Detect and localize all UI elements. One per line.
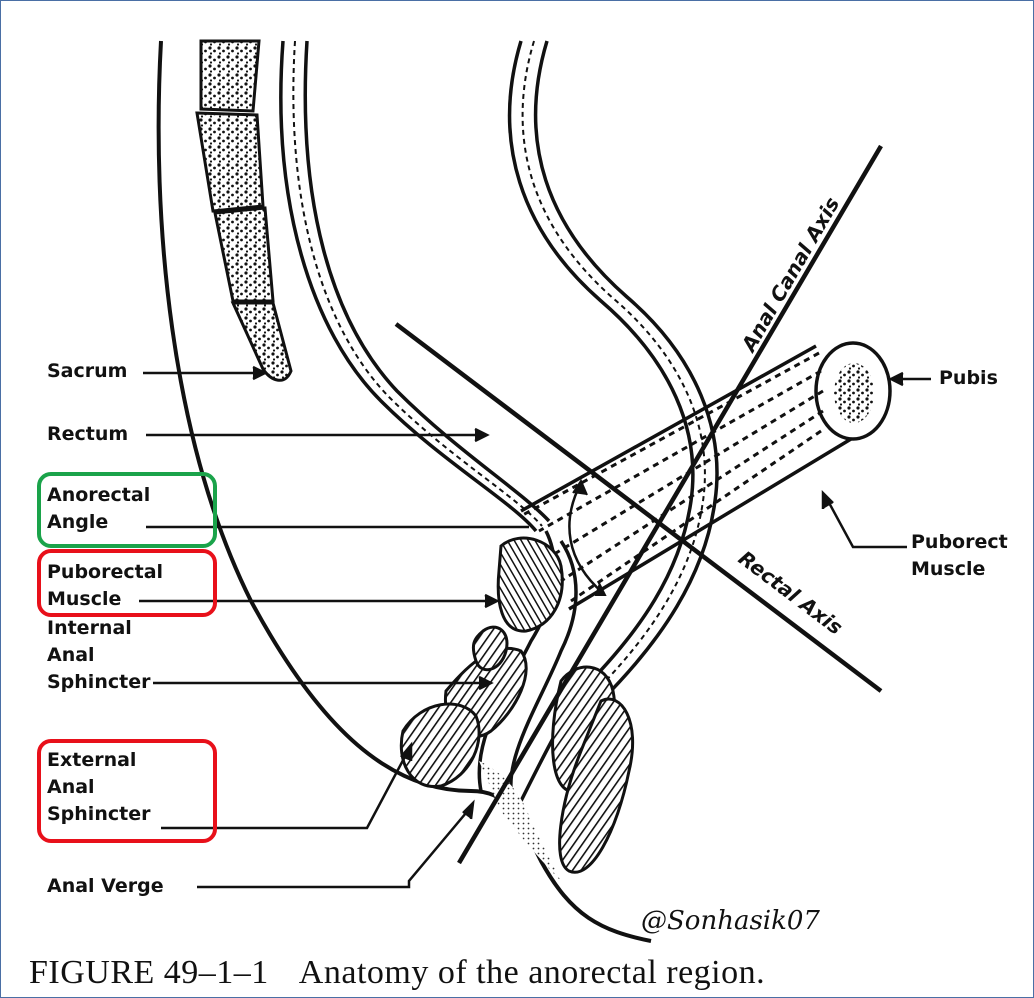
label-internal-line2: Anal bbox=[47, 642, 150, 669]
puborectal-muscle-shape bbox=[498, 538, 562, 631]
label-puborect-muscle: Puborect Muscle bbox=[911, 529, 1008, 583]
label-internal-line3: Sphincter bbox=[47, 669, 150, 696]
figure-caption-text: Anatomy of the anorectal region. bbox=[299, 954, 765, 991]
highlight-box-puborectal-muscle bbox=[37, 549, 217, 617]
figure-number: FIGURE 49–1–1 bbox=[29, 954, 269, 991]
label-anal-verge: Anal Verge bbox=[47, 873, 164, 900]
anal-canal-axis-label: Anal Canal Axis bbox=[736, 193, 845, 357]
label-rectum: Rectum bbox=[47, 421, 128, 448]
external-sphincter-shape bbox=[401, 704, 479, 787]
label-internal-anal-sphincter: Internal Anal Sphincter bbox=[47, 615, 150, 696]
highlight-box-external-anal-sphincter bbox=[37, 739, 217, 843]
anal-canal-axis-line bbox=[459, 146, 881, 863]
illustrator-signature: @Sonhasik07 bbox=[641, 906, 820, 936]
label-sacrum: Sacrum bbox=[47, 358, 127, 385]
sacrum-bone bbox=[197, 41, 291, 380]
anal-verge-stipple bbox=[479, 761, 561, 881]
label-pubis: Pubis bbox=[939, 365, 998, 392]
label-internal-line1: Internal bbox=[47, 615, 150, 642]
figure-caption: FIGURE 49–1–1 Anatomy of the anorectal re… bbox=[29, 954, 765, 992]
label-puborect-line1: Puborect bbox=[911, 529, 1008, 556]
label-puborect-line2: Muscle bbox=[911, 556, 1008, 583]
highlight-box-anorectal-angle bbox=[37, 472, 217, 548]
